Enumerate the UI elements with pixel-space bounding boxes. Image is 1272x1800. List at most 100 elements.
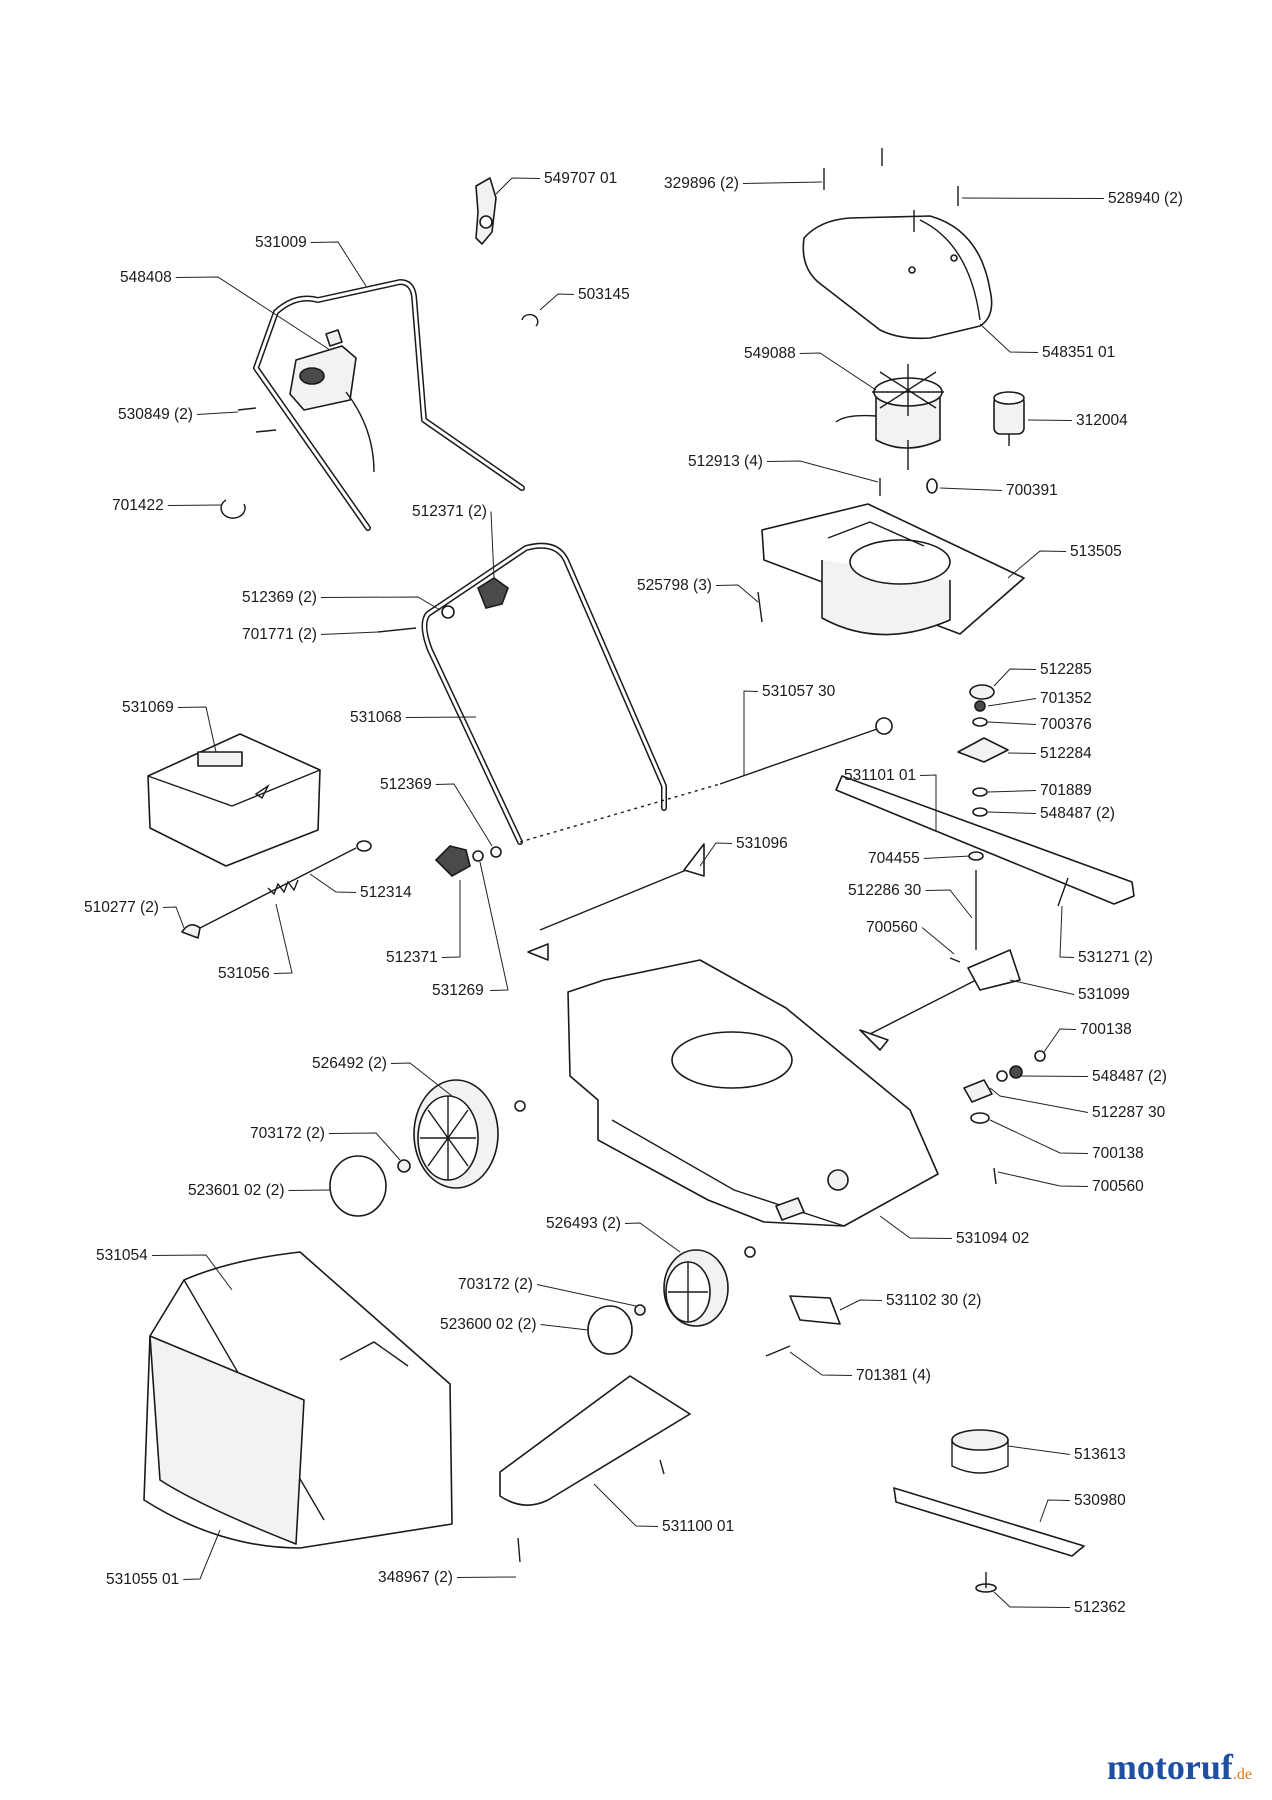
adjuster-stack-part [949,684,1069,963]
part-number-label: 700138 [1092,1145,1144,1162]
part-number-label: 531009 [255,234,307,251]
callout-531068: 531068 [350,709,477,726]
leader-line [328,1132,401,1161]
capacitor-part [993,391,1025,446]
callout-526492: 526492 (2) [312,1055,453,1097]
callout-700376: 700376 [987,716,1092,733]
leader-line [196,411,239,415]
callout-512913: 512913 (4) [688,453,879,483]
part-number-label: 700391 [1006,482,1058,499]
leader-line [987,698,1037,707]
callout-531069: 531069 [122,699,217,753]
part-number-label: 701381 (4) [856,1367,931,1384]
callout-701381: 701381 (4) [789,1351,931,1384]
callout-701422: 701422 [112,497,223,514]
leader-line [742,181,823,184]
callout-512362: 512362 [993,1591,1126,1616]
callout-548408: 548408 [120,269,331,351]
part-number-label: 703172 (2) [458,1276,533,1293]
part-number-label: 512285 [1040,661,1092,678]
callout-512286: 512286 30 [848,882,973,919]
part-number-label: 512284 [1040,745,1092,762]
cover-screws-part [823,148,959,232]
leader-line [879,1215,953,1239]
callout-526493: 526493 (2) [546,1215,681,1253]
washer-wheel-a-part [514,1100,526,1112]
part-number-label: 531269 [432,982,484,999]
leader-line [987,811,1037,814]
callout-703172a: 703172 (2) [250,1125,401,1161]
leader-line [539,293,575,311]
part-number-label: 701771 (2) [242,626,317,643]
leader-line [593,1483,659,1527]
callout-525798: 525798 (3) [637,577,759,603]
leader-line [939,487,1003,491]
callout-549707: 549707 01 [495,170,617,195]
washer-part [441,605,455,619]
callout-512287: 512287 30 [989,1087,1166,1121]
clip-part [521,313,539,327]
part-number-label: 523600 02 (2) [440,1316,537,1333]
part-number-label: 701352 [1040,690,1092,707]
leader-line [923,855,971,859]
callout-531101: 531101 01 [844,767,937,832]
callout-512314: 512314 [309,873,412,901]
part-number-label: 700560 [1092,1178,1144,1195]
part-number-label: 348967 (2) [378,1569,453,1586]
bracket-part [789,1295,841,1325]
leader-line [1007,1445,1071,1455]
callout-548351: 548351 01 [979,323,1115,361]
part-number-label: 700560 [866,919,918,936]
screw-pair-part [237,407,277,433]
leader-line [1009,979,1075,995]
adjuster-bar-part [835,775,1135,905]
callout-531269: 531269 [432,861,509,999]
leader-line [288,1189,331,1191]
callout-513613: 513613 [1007,1445,1126,1463]
leader-line [390,1062,453,1097]
callout-510277: 510277 (2) [84,899,185,929]
ring-part [220,499,246,519]
grass-box-part [143,1251,453,1549]
washer-531269-part [472,850,484,862]
part-number-label: 531069 [122,699,174,716]
leader-line [540,1324,589,1331]
part-number-label: 526492 (2) [312,1055,387,1072]
leader-line [993,668,1037,687]
leader-line [920,774,937,832]
part-number-label: 531056 [218,965,270,982]
blade-boss-part [951,1429,1009,1474]
leader-line [320,596,441,611]
motor-part [835,364,944,470]
callout-512371a: 512371 (2) [412,503,495,579]
part-number-label: 531101 01 [844,767,916,784]
part-number-label: 510277 (2) [84,899,159,916]
part-number-label: 512314 [360,884,412,901]
leader-line [989,1087,1089,1113]
leader-line [921,927,955,955]
callout-531102: 531102 30 (2) [839,1292,981,1311]
part-number-label: 531271 (2) [1078,949,1153,966]
part-number-label: 531100 01 [662,1518,734,1535]
leader-line [435,783,493,847]
callout-512371b: 512371 [386,880,461,966]
part-number-label: 329896 (2) [664,175,739,192]
leader-line [1043,1028,1077,1053]
leader-line [441,880,461,958]
callout-512285: 512285 [993,661,1092,687]
part-number-label: 526493 (2) [546,1215,621,1232]
leader-line [1019,1075,1089,1077]
leader-line [495,177,541,195]
bolt-701771-part [377,627,417,633]
leader-line [167,504,223,506]
part-number-label: 512287 30 [1092,1104,1166,1121]
lever-531099-part [859,949,1021,1051]
callout-530849: 530849 (2) [118,406,239,423]
callout-703172b: 703172 (2) [458,1276,637,1307]
leader-line [624,1222,681,1253]
leader-line [162,906,185,929]
callout-348967: 348967 (2) [378,1569,517,1586]
front-axle-part [527,843,705,961]
front-wheel-part [663,1249,729,1327]
